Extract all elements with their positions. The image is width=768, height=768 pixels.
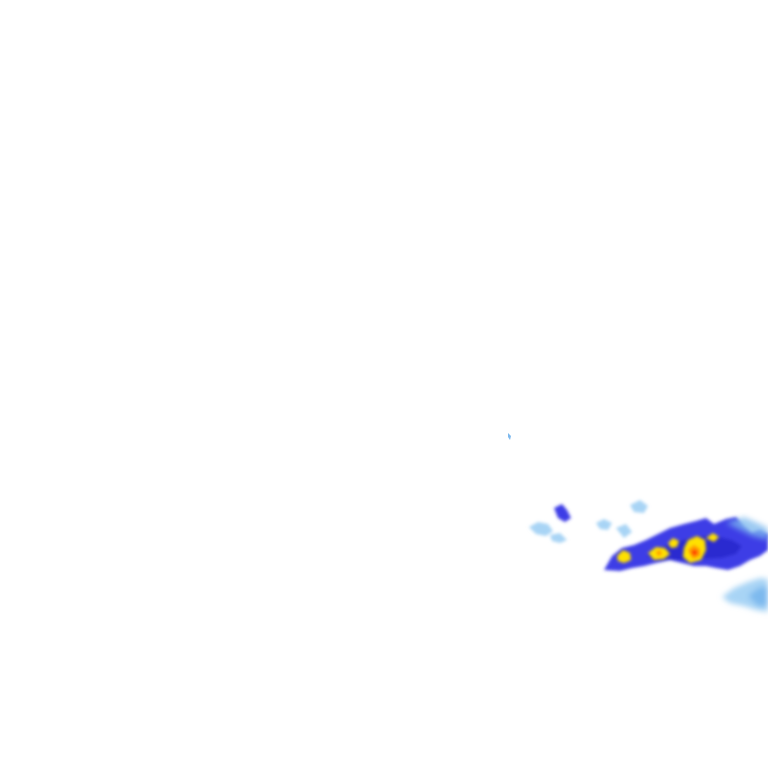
precip-heavy-core [617, 550, 631, 563]
precip-heavy-core [668, 538, 679, 548]
precip-heavy-core [706, 533, 719, 542]
precip-light-cell [630, 500, 648, 513]
precip-light-cell [529, 522, 553, 536]
precip-extreme-core [691, 549, 698, 556]
precip-echo-small [508, 433, 511, 440]
precip-band-halo [726, 517, 768, 540]
precip-light-cell [550, 533, 567, 543]
precip-moderate-cell [554, 504, 571, 522]
precip-very-heavy-core [656, 550, 662, 556]
precip-light-cell [596, 519, 612, 530]
precip-light-cell [616, 524, 632, 538]
precip-moderate-area [748, 586, 768, 606]
